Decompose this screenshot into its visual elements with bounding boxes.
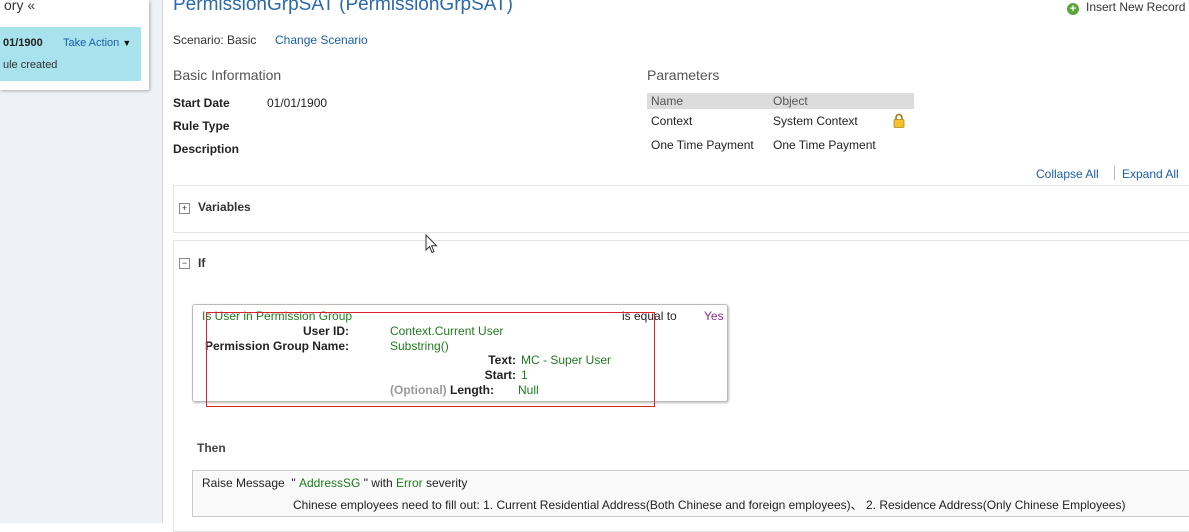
expand-icon[interactable]: + [179, 203, 190, 214]
variables-section: + Variables [173, 185, 1189, 233]
user-id-label: User ID: [302, 324, 349, 338]
basic-information-heading: Basic Information [173, 67, 282, 83]
scenario-label: Scenario: Basic [173, 33, 257, 47]
quote-with: " with [363, 476, 393, 490]
start-value[interactable]: 1 [521, 368, 528, 382]
severity-word: severity [426, 476, 468, 490]
start-date-label: Start Date [173, 96, 230, 110]
param-name: Context [651, 114, 693, 128]
change-scenario-link[interactable]: Change Scenario [275, 33, 368, 47]
raise-message-line: Raise Message " AddressSG " with Error s… [202, 476, 467, 490]
rule-type-label: Rule Type [173, 119, 230, 133]
severity-value[interactable]: Error [395, 476, 423, 490]
variables-title[interactable]: Variables [198, 200, 251, 214]
expand-all-link[interactable]: Expand All [1122, 167, 1179, 181]
start-date-value: 01/01/1900 [267, 96, 328, 110]
text-label: Text: [488, 353, 516, 367]
user-id-value[interactable]: Context.Current User [390, 324, 504, 338]
description-label: Description [173, 142, 240, 156]
page-title: PermissionGrpSAT (PermissionGrpSAT) [173, 0, 513, 15]
history-date: 01/1900 [3, 37, 43, 49]
quote-open: " [291, 476, 296, 490]
then-label: Then [197, 441, 226, 455]
history-card: ory « 01/1900 Take Action ▼ ule created [0, 0, 149, 90]
permission-group-name-label: Permission Group Name: [204, 339, 349, 353]
if-title[interactable]: If [198, 256, 206, 270]
take-action-button[interactable]: Take Action ▼ [63, 37, 131, 49]
column-name-header: Name [651, 94, 684, 108]
raise-message-action[interactable]: Raise Message " AddressSG " with Error s… [192, 470, 1189, 517]
param-name: One Time Payment [651, 138, 754, 152]
length-value[interactable]: Null [518, 383, 539, 397]
history-title[interactable]: ory « [4, 0, 36, 13]
lock-icon [893, 113, 905, 128]
param-object: System Context [773, 114, 858, 128]
text-value[interactable]: MC - Super User [521, 353, 612, 367]
start-label: Start: [484, 368, 516, 382]
raise-message-label: Raise Message [202, 476, 285, 490]
mouse-cursor-icon [425, 234, 438, 254]
condition-value[interactable]: Yes [704, 309, 724, 323]
length-row: (Optional) Length: [390, 383, 494, 397]
column-object-header: Object [773, 94, 808, 108]
permission-group-name-value[interactable]: Substring() [390, 339, 449, 353]
plus-circle-icon: + [1067, 3, 1079, 15]
collapse-all-link[interactable]: Collapse All [1036, 167, 1099, 181]
optional-label: (Optional) [390, 383, 447, 397]
parameters-heading: Parameters [647, 67, 720, 83]
insert-new-record-button[interactable]: + Insert New Record [1067, 0, 1185, 15]
message-id[interactable]: AddressSG [299, 476, 361, 490]
message-text: Chinese employees need to fill out: 1. C… [293, 498, 1126, 512]
insert-record-label: Insert New Record [1086, 0, 1186, 14]
take-action-label: Take Action [63, 37, 120, 49]
parameters-table-header: Name Object [647, 93, 914, 109]
history-entry[interactable]: 01/1900 Take Action ▼ ule created [0, 27, 141, 81]
highlight-rectangle [206, 312, 655, 407]
panel-divider [162, 0, 163, 523]
caret-down-icon: ▼ [122, 38, 132, 48]
param-object: One Time Payment [773, 138, 876, 152]
condition-expression[interactable]: Is User in Permission Group is equal to … [192, 304, 728, 402]
history-note: ule created [3, 59, 58, 71]
length-label: Length: [450, 383, 494, 397]
collapse-icon[interactable]: − [179, 258, 190, 269]
link-separator [1114, 166, 1115, 180]
